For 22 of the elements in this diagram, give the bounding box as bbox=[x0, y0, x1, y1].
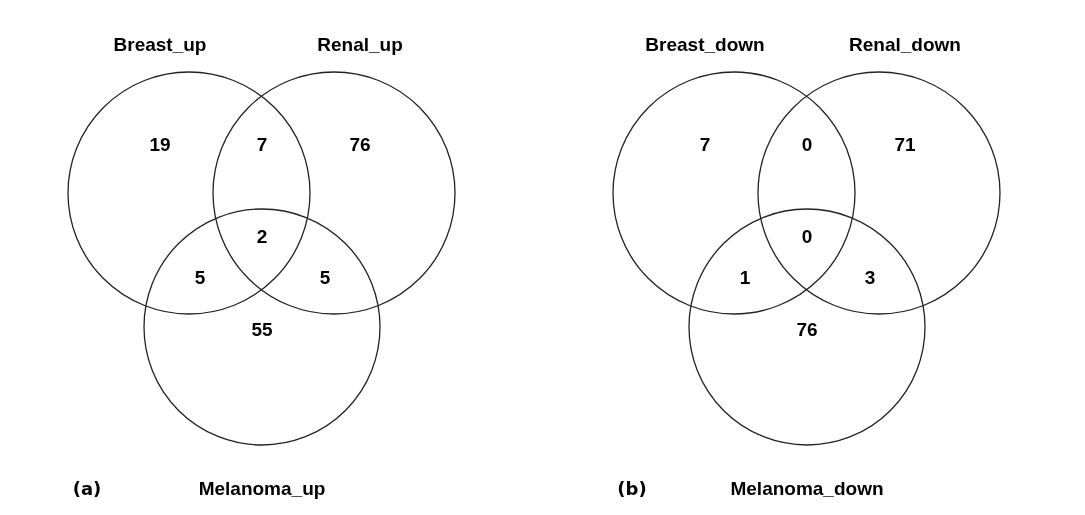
count-label: 2 bbox=[256, 226, 268, 248]
count-label: 3 bbox=[864, 267, 876, 289]
panel-label: (a) bbox=[72, 477, 102, 499]
count-label: 5 bbox=[194, 267, 206, 289]
count-label: 19 bbox=[149, 134, 171, 156]
count-label: 76 bbox=[349, 134, 371, 156]
count-label: 0 bbox=[801, 134, 813, 156]
set-label: Melanoma_up bbox=[198, 478, 326, 500]
count-label: 7 bbox=[256, 134, 268, 156]
count-label: 7 bbox=[699, 134, 711, 156]
set-label: Breast_up bbox=[113, 34, 207, 56]
count-label: 55 bbox=[251, 319, 273, 341]
set-label: Renal_down bbox=[849, 34, 961, 56]
count-label: 5 bbox=[319, 267, 331, 289]
set-label: Renal_up bbox=[317, 34, 403, 56]
count-label: 0 bbox=[801, 226, 813, 248]
count-label: 71 bbox=[894, 134, 916, 156]
count-label: 76 bbox=[796, 319, 818, 341]
set-label: Melanoma_down bbox=[730, 478, 884, 500]
set-label: Breast_down bbox=[645, 34, 765, 56]
panel-label: (b) bbox=[617, 477, 647, 499]
count-label: 1 bbox=[739, 267, 751, 289]
